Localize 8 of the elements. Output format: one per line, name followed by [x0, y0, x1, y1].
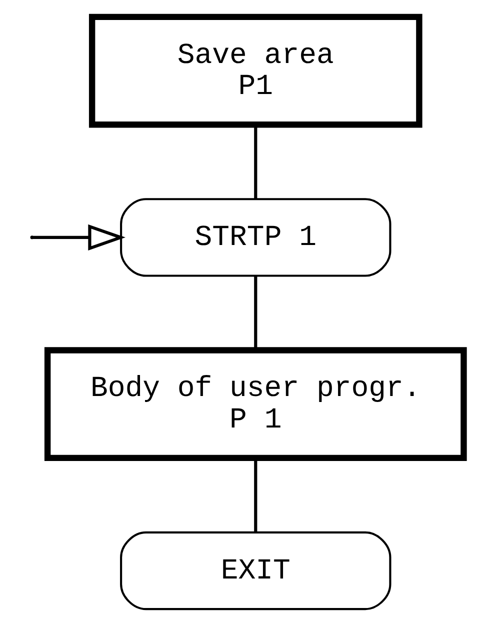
- arrow: [32, 224, 126, 250]
- node-box: Save area P1: [88, 14, 422, 128]
- node-box: STRTP 1: [120, 198, 392, 277]
- node-box: EXIT: [120, 531, 392, 610]
- node-box: Body of user progr. P 1: [44, 347, 467, 462]
- connector: [254, 276, 258, 350]
- connector: [254, 458, 258, 532]
- connector: [254, 125, 258, 200]
